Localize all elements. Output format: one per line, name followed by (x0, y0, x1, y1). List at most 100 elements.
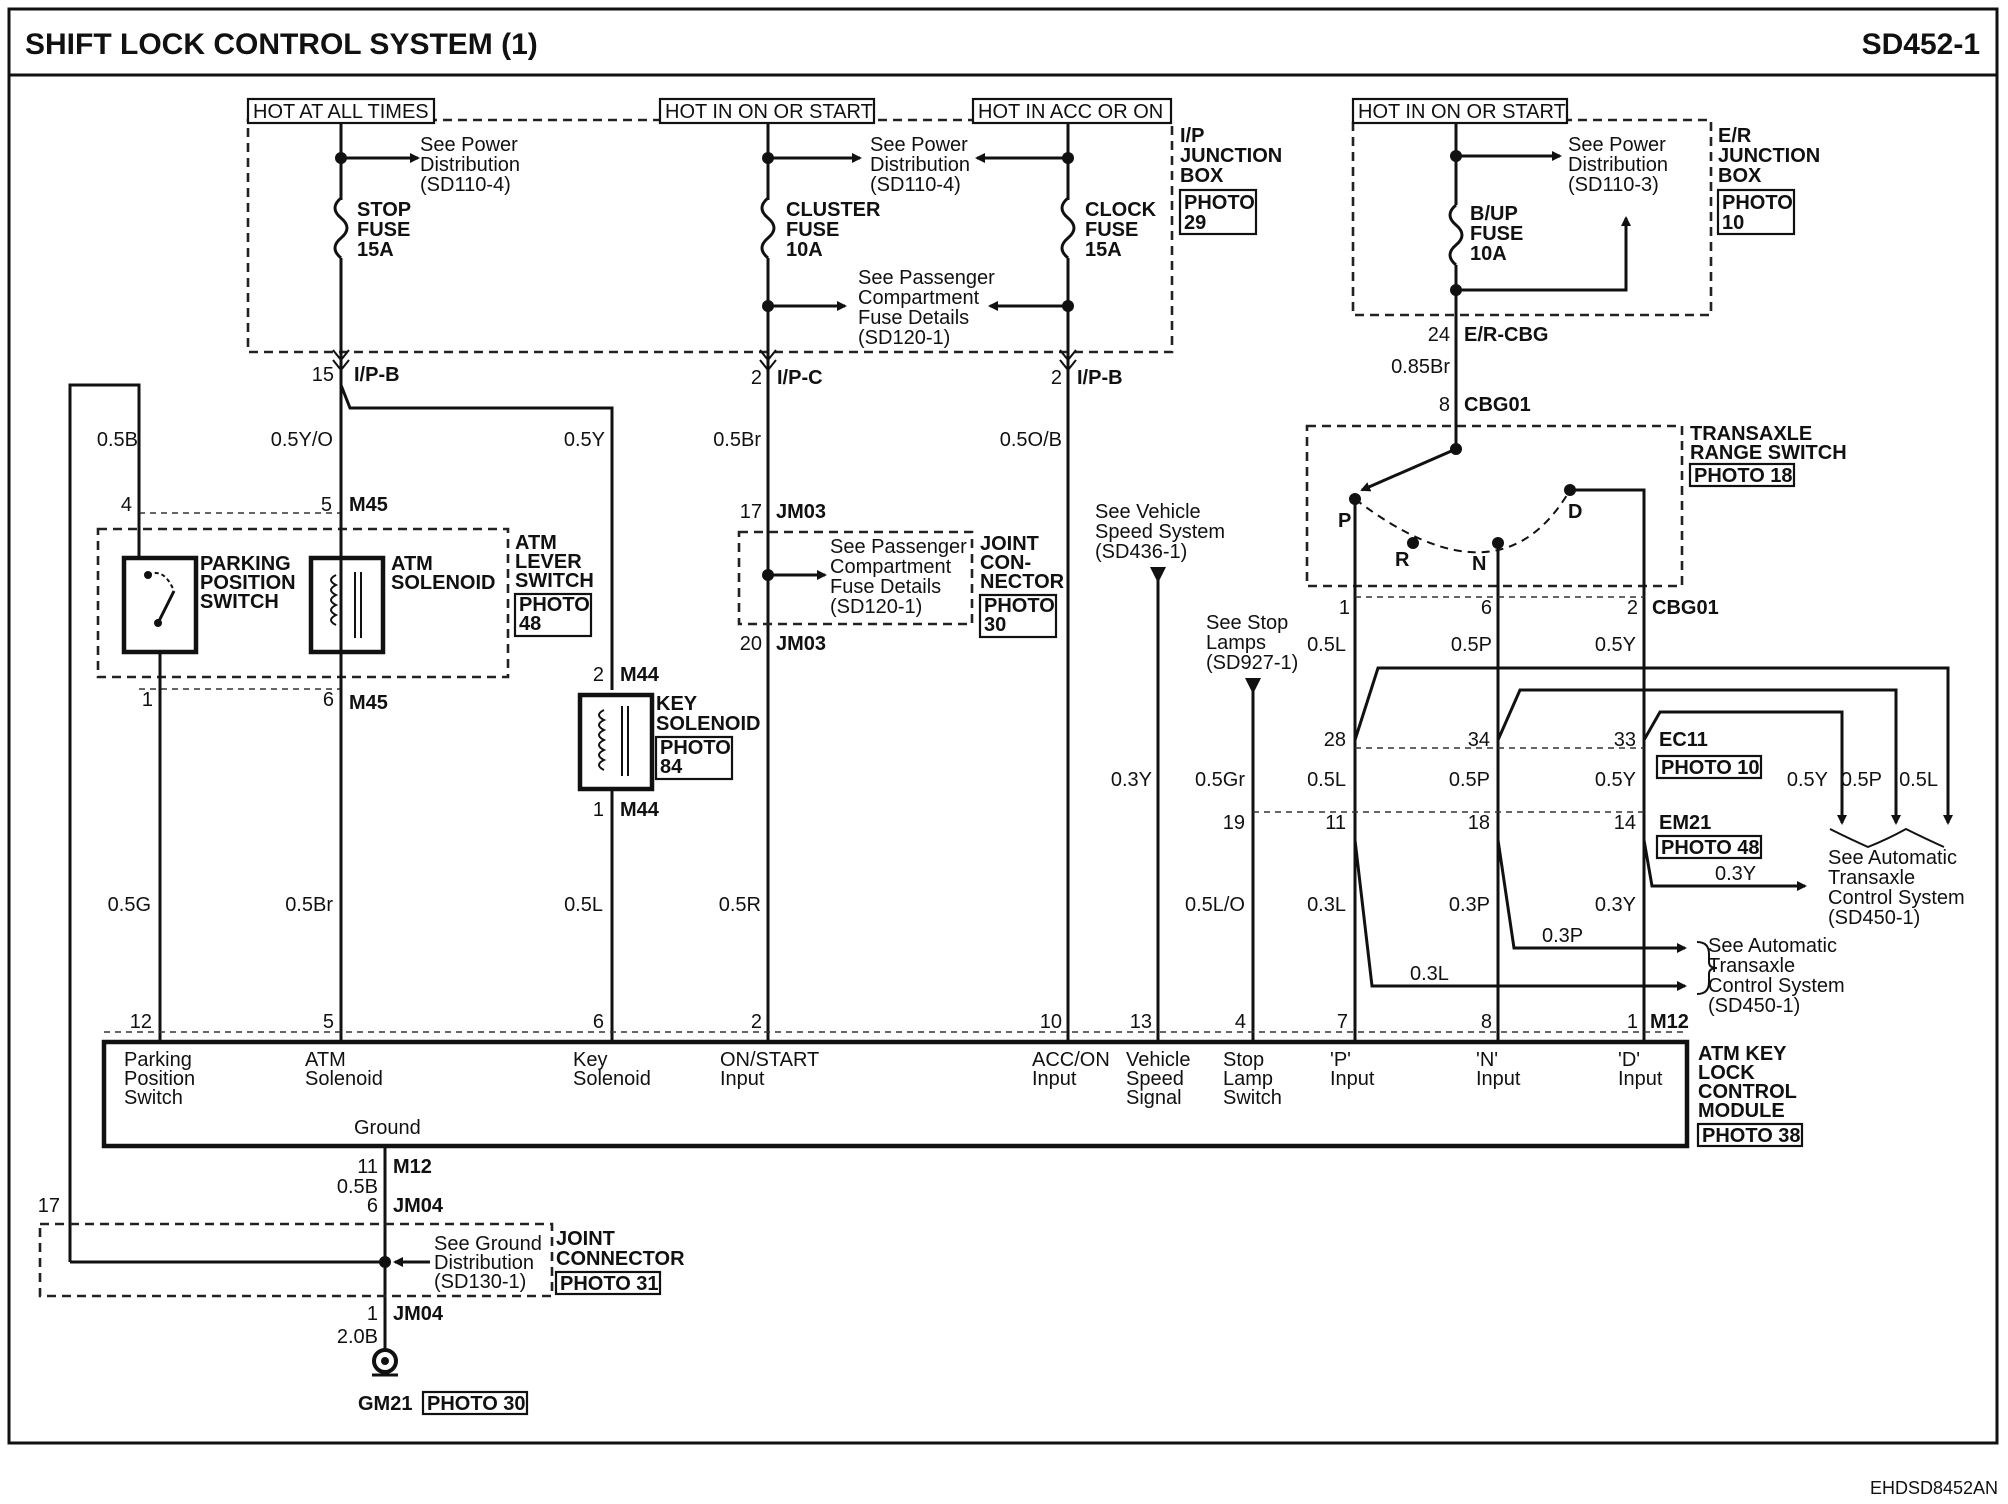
trs-title-1: TRANSAXLE (1690, 423, 1812, 445)
lbl-05br-b: 0.5Br (285, 894, 333, 916)
in-vss-3: Signal (1126, 1087, 1182, 1109)
er-photo: PHOTO (1722, 192, 1793, 214)
lbl-05l-a: 0.5L (1307, 634, 1346, 656)
jm03-see-1: See Passenger (830, 536, 967, 558)
lbl-03y: 0.3Y (1595, 894, 1636, 916)
lbl-05y: 0.5Y (564, 429, 605, 451)
pin-1-m44: 1 (593, 799, 604, 821)
gm21-photo-box (421, 1390, 529, 1416)
conn-ipc: I/P-C (777, 367, 823, 389)
conn-m44-top: M44 (620, 664, 660, 686)
lever-photo-num: 48 (519, 613, 541, 635)
lbl-05y-c: 0.5Y (1787, 769, 1828, 791)
trs-lbl-p: P (1338, 510, 1351, 532)
key-sol-coil (598, 709, 607, 771)
ec11-photo-box (1655, 754, 1763, 780)
joint-connector-jm03 (737, 530, 974, 626)
in-stop-1: Stop (1223, 1049, 1264, 1071)
pps-label-1: PARKING (200, 553, 291, 575)
pps-label-2: POSITION (200, 572, 296, 594)
in-pps-2: Position (124, 1068, 195, 1090)
wire-n-03p (1496, 839, 1687, 953)
in-pps-1: Parking (124, 1049, 192, 1071)
stop-see-1: See Power (420, 134, 518, 156)
lever-photo-box (513, 592, 593, 638)
clock-fuse-word: FUSE (1085, 219, 1138, 241)
atm-sol-label-2: SOLENOID (391, 572, 495, 594)
lbl-05p-a: 0.5P (1451, 634, 1492, 656)
jm03-title-3: NECTOR (980, 571, 1065, 593)
atm-sol-label-1: ATM (391, 553, 433, 575)
pin-6-cbg: 6 (1481, 597, 1492, 619)
trs-photo: PHOTO 18 (1694, 465, 1793, 487)
pin-5-m12: 5 (323, 1011, 334, 1033)
stop-see-2: Distribution (420, 154, 520, 176)
bup-fuse-word: FUSE (1470, 223, 1523, 245)
stop-see-3b: (SD927-1) (1206, 652, 1298, 674)
splice-ground (379, 1256, 391, 1268)
stop-see-1b: See Stop (1206, 612, 1288, 634)
bup-fuse-rating: 10A (1470, 243, 1507, 265)
em21-photo: PHOTO 48 (1661, 837, 1760, 859)
page-title: SHIFT LOCK CONTROL SYSTEM (1) (25, 28, 538, 61)
jm04-photo: PHOTO 31 (560, 1273, 659, 1295)
in-vss-2: Speed (1126, 1068, 1184, 1090)
lbl-05yo: 0.5Y/O (271, 429, 333, 451)
hot-at-all-times-label (246, 97, 436, 125)
lbl-05ob: 0.5O/B (1000, 429, 1062, 451)
in-key-1: Key (573, 1049, 607, 1071)
ground-point-center (381, 1357, 389, 1365)
ip-junction-box (246, 118, 1174, 354)
pin-4: 4 (121, 494, 132, 516)
lbl-05y-b: 0.5Y (1595, 769, 1636, 791)
conn-jm03-bottom: JM03 (776, 633, 826, 655)
stop-see-3: (SD110-4) (420, 174, 511, 196)
trs-lbl-r: R (1395, 549, 1410, 571)
in-d-1: 'D' (1618, 1049, 1640, 1071)
hot-in-acc-on-text: HOT IN ACC OR ON (978, 101, 1163, 123)
pin-11: 11 (1325, 812, 1346, 834)
lbl-05b-top: 0.5B (97, 429, 138, 451)
cluster-fuse-rating: 10A (786, 239, 823, 261)
trs-photo-box (1688, 462, 1796, 488)
pin-28: 28 (1324, 729, 1346, 751)
wire-ground-loop (68, 383, 141, 1262)
cluster-fuse-name: CLUSTER (786, 199, 881, 221)
clock-fuse-name: CLOCK (1085, 199, 1157, 221)
gnd-see-2: Distribution (434, 1252, 534, 1274)
hot-in-acc-or-on-label (971, 97, 1173, 125)
wire-n-to-tcm (1496, 688, 1901, 825)
page-code: SD452-1 (1862, 28, 1980, 61)
lever-title-3: SWITCH (515, 570, 594, 592)
pps-dashed-arc (147, 572, 175, 592)
in-ground: Ground (354, 1117, 421, 1139)
pin-34: 34 (1468, 729, 1490, 751)
pin-8-m12: 8 (1481, 1011, 1492, 1033)
conn-ipb-clock: I/P-B (1077, 367, 1123, 389)
jm04-title-2: CONNECTOR (556, 1248, 685, 1270)
in-key-2: Solenoid (573, 1068, 651, 1090)
jm03-title-2: CON- (980, 552, 1031, 574)
pass-fuse-3: Fuse Details (858, 307, 969, 329)
hot-in-on-start-text: HOT IN ON OR START (665, 101, 873, 123)
conn-ipb-stop: I/P-B (354, 364, 400, 386)
lbl-03y-d: 0.3Y (1715, 863, 1756, 885)
atm-sol-coil (330, 574, 339, 626)
lbl-05r: 0.5R (719, 894, 761, 916)
ip-photo-box (1178, 188, 1258, 236)
er-see-2: Distribution (1568, 154, 1668, 176)
lbl-20b: 2.0B (337, 1326, 378, 1348)
key-sol-label-1: KEY (656, 693, 698, 715)
pin-2-ipb: 2 (1051, 367, 1062, 389)
pin-11-m12: 11 (357, 1156, 378, 1178)
conn-m44-bottom: M44 (620, 799, 660, 821)
hot-at-all-times-text: HOT AT ALL TIMES (253, 101, 429, 123)
pin-2-ipc: 2 (751, 367, 762, 389)
conn-mark-clock (1059, 349, 1077, 372)
fuse-stop-symbol (333, 196, 349, 260)
key-sol-label-2: SOLENOID (656, 713, 760, 735)
pin-19: 19 (1223, 812, 1245, 834)
lbl-05p-c: 0.5P (1841, 769, 1882, 791)
